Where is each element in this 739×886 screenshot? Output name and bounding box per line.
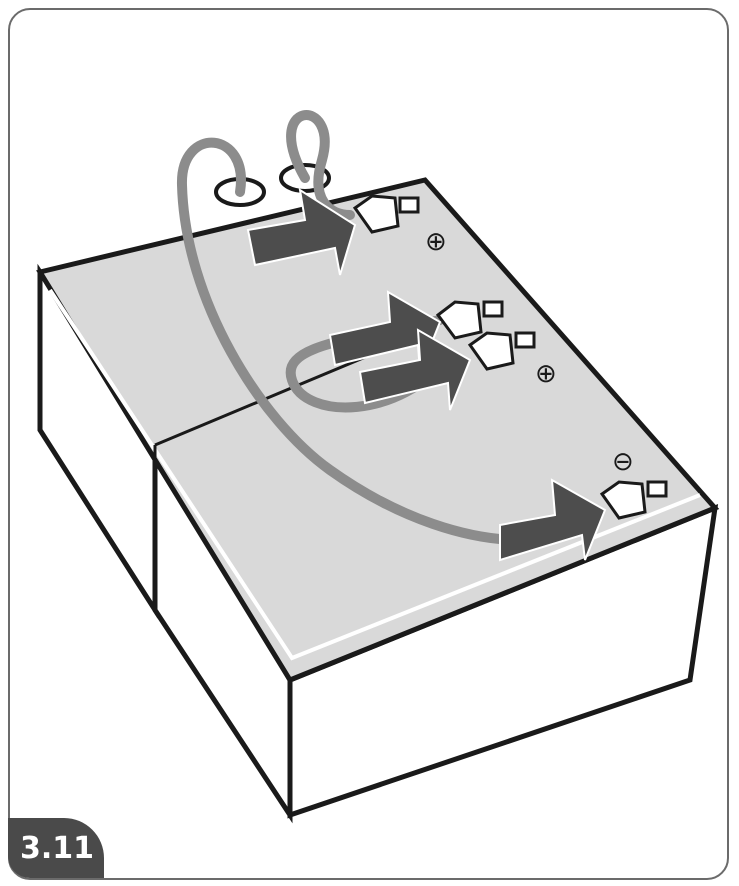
terminal-symbol-1: ⊕: [425, 227, 447, 257]
terminal-symbol-3: ⊖: [612, 447, 634, 477]
figure-number-badge: 3.11: [8, 818, 104, 878]
figure-number: 3.11: [20, 831, 94, 866]
terminal-symbol-2: ⊕: [535, 359, 557, 389]
